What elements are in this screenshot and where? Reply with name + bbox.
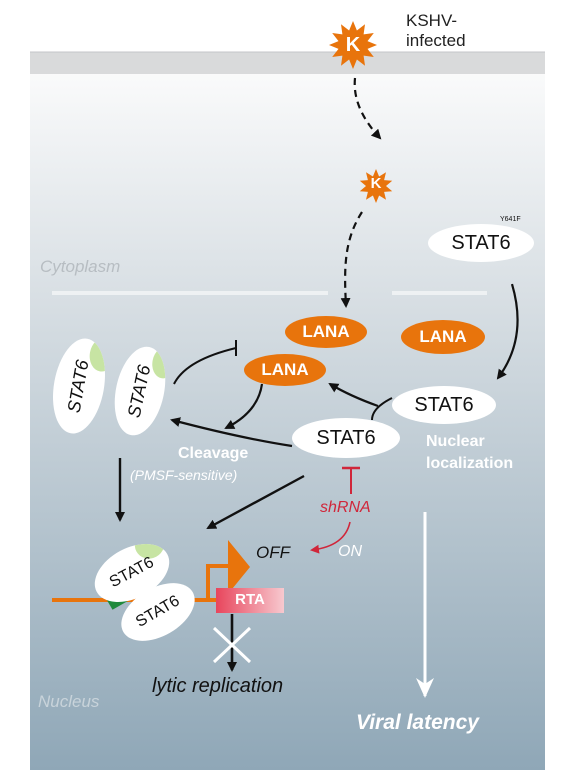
lana-oval-upper: LANA [285, 316, 367, 348]
rta-gene-box [216, 588, 284, 613]
stat6-nuclear-oval: STAT6 [392, 386, 496, 424]
stat6-central-oval: STAT6 [292, 418, 400, 458]
stat6-y641f-translocation-arrow [496, 283, 519, 380]
stat6-dimer-top-text: STAT6 [106, 553, 157, 592]
lana-right-text: LANA [419, 327, 467, 346]
cleavage-label: Cleavage [178, 445, 249, 462]
cleaved-stat6-left-text: STAT6 [64, 357, 93, 414]
stat6-to-lana-arrow [328, 382, 379, 408]
block-cross-b [212, 626, 252, 664]
cytoplasm-label: Cytoplasm [40, 257, 121, 276]
nuclear-localization-line1: Nuclear [426, 433, 485, 450]
nuclear-localization-line2: localization [426, 455, 514, 472]
stat6-y641f-oval: STAT6 [428, 224, 534, 262]
nuclear-entry-arrow [340, 211, 363, 308]
entry-arrow [353, 77, 382, 140]
stat6-y641f-text: STAT6 [451, 231, 511, 254]
nucleus-label: Nucleus [38, 692, 100, 711]
plasma-membrane [30, 52, 545, 74]
kshv-genome-icon [359, 169, 393, 203]
lana-upper-text: LANA [302, 322, 350, 341]
rta-label: RTA [235, 591, 265, 608]
off-label: OFF [256, 543, 290, 562]
stat6-nuclear-text: STAT6 [414, 393, 474, 416]
on-label: ON [338, 543, 362, 560]
rta-promoter-bend [206, 564, 228, 600]
rta-promoter-flag [228, 540, 250, 594]
virion-badge: K [345, 34, 361, 56]
viral-latency-label: Viral latency [356, 711, 479, 734]
shrna-on-arrow [310, 521, 351, 554]
stat6-mutation-label: Y641F [500, 216, 521, 223]
shrna-label: shRNA [320, 499, 371, 516]
stat6-dimer-bottom-text: STAT6 [132, 592, 183, 631]
cleavage-note: (PMSF-sensitive) [130, 467, 238, 483]
stat6-to-cleavage-arrow [170, 417, 293, 448]
kshv-label-line2: infected [406, 31, 466, 50]
genome-badge: K [370, 175, 382, 192]
lytic-replication-label: lytic replication [152, 675, 284, 697]
lana-oval-lower: LANA [244, 354, 326, 386]
stat6-to-promoter-arrow [206, 474, 305, 530]
lana-lower-text: LANA [261, 360, 309, 379]
lana-oval-right: LANA [401, 320, 485, 354]
stat6-central-text: STAT6 [316, 426, 376, 449]
cleaved-stat6-right-text: STAT6 [124, 362, 155, 420]
lana-to-cleavage-arrow [224, 383, 264, 429]
kshv-virion-icon [329, 21, 377, 69]
lana-inhibition-arc [173, 347, 237, 385]
kshv-label-line1: KSHV- [406, 11, 458, 30]
nuclear-stat6-link [371, 397, 393, 421]
